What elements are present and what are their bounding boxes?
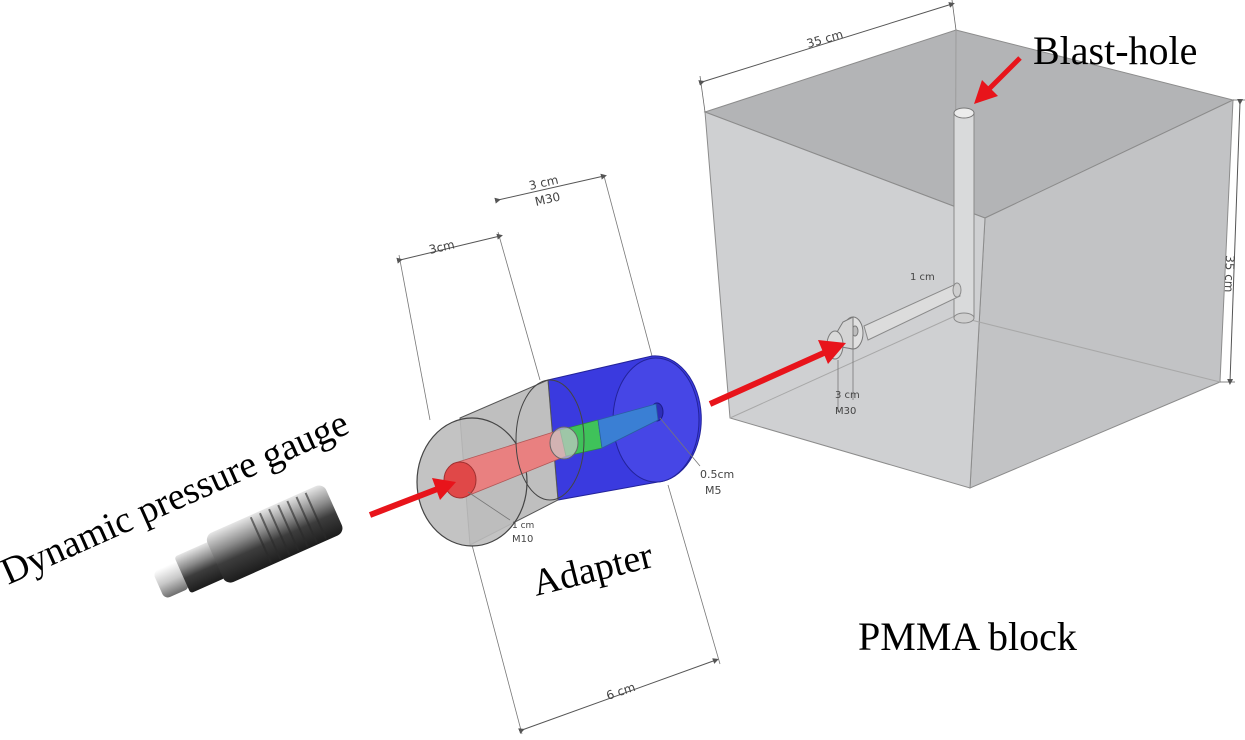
pressure-gauge <box>154 485 343 598</box>
dim-extension-line <box>497 231 541 381</box>
adapter-label: Adapter <box>528 534 657 604</box>
gauge-hole-callout: 1 cm M10 <box>467 491 534 545</box>
side-port: 3 cm M30 <box>826 316 864 417</box>
adapter-total-length-label: 6 cm <box>604 680 637 703</box>
small-hole-diameter-label: 0.5cm <box>700 468 734 481</box>
gauge-hole-thread-label: M10 <box>512 534 533 545</box>
channel-diameter-label: 1 cm <box>910 272 935 283</box>
adapter-middle-disc <box>515 379 585 501</box>
gauge-threaded-body <box>206 485 343 583</box>
pmma-block-label: PMMA block <box>858 614 1077 659</box>
block-hidden-edge <box>954 315 1221 383</box>
adapter-total-dimension: 6 cm <box>518 658 719 734</box>
gauge-tip <box>154 562 189 598</box>
arrow-gauge-to-adapter <box>368 478 456 518</box>
gauge-hole-diameter-label: 1 cm <box>512 521 534 531</box>
arrow-adapter-to-block <box>708 340 846 407</box>
block-front-face <box>704 111 986 489</box>
adapter-left-dimension: 3cm <box>396 233 503 264</box>
gauge-threads <box>249 492 327 564</box>
port-thread-label: M30 <box>835 406 856 417</box>
adapter-right-dimension: 3 cm M30 <box>494 173 607 209</box>
dim-extension-line <box>398 254 431 421</box>
adapter: 3cm 3 cm M30 6 cm 0.5cm M5 1 cm M10 <box>396 173 734 735</box>
adapter-bore <box>443 403 659 499</box>
pmma-block: 3 cm M30 1 cm 35 cm 35 cm <box>698 0 1245 489</box>
adapter-left-length-label: 3cm <box>428 237 456 256</box>
block-hidden-edge <box>729 315 956 419</box>
block-height-label: 35 cm <box>1222 255 1237 293</box>
small-hole-thread-label: M5 <box>705 484 722 497</box>
port-diameter-label: 3 cm <box>835 390 860 401</box>
dim-extension-line <box>471 544 523 735</box>
adapter-right-length-label: 3 cm <box>528 173 560 193</box>
dim-extension-line <box>667 484 721 665</box>
small-hole-callout: 0.5cm M5 <box>659 417 734 497</box>
blast-hole-label: Blast-hole <box>1033 28 1197 73</box>
block-height-dimension: 35 cm <box>1220 98 1245 385</box>
arrow-label-to-blast-hole <box>974 56 1022 104</box>
adapter-right-thread-label: M30 <box>534 190 562 209</box>
dim-extension-line <box>603 175 653 357</box>
block-width-label: 35 cm <box>805 27 845 51</box>
gauge-hex-nut <box>175 542 225 593</box>
horizontal-channel <box>863 282 962 341</box>
blast-hole-channel <box>953 107 975 324</box>
